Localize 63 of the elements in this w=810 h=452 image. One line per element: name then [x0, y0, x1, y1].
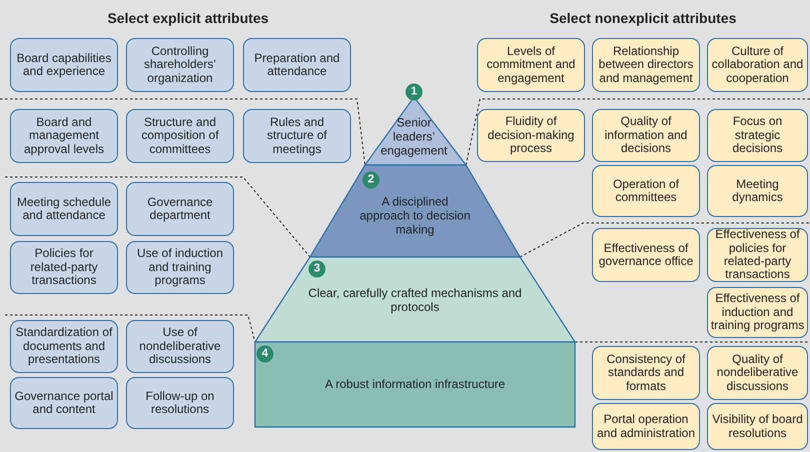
- attribute-card: [126, 38, 234, 92]
- card-text: Effectiveness of governance office: [598, 242, 694, 268]
- attribute-card: [126, 377, 234, 429]
- attribute-card: [10, 241, 118, 294]
- tier-label: Senior leaders’ engagement: [380, 116, 448, 158]
- attribute-card: [592, 346, 700, 400]
- card-text: Use of nondeliberative discussions: [138, 326, 222, 367]
- card-text: Levels of commitment and engagement: [486, 44, 576, 86]
- attribute-card: [592, 403, 700, 450]
- attribute-card: [707, 403, 808, 450]
- card-text: Follow-up on resolutions: [144, 390, 216, 416]
- card-text: Rules and structure of meetings: [266, 116, 328, 156]
- attribute-card: [10, 377, 118, 429]
- card-text: Meeting schedule and attendance: [16, 196, 112, 222]
- card-text: Preparation and attendance: [253, 52, 341, 78]
- card-text: Relationship between directors and management: [598, 44, 694, 86]
- card-text: Policies for related-party transactions: [29, 247, 99, 288]
- attribute-card: [243, 109, 351, 163]
- attribute-card: [707, 346, 808, 400]
- card-text: Effectiveness of induction and training programs: [710, 292, 805, 333]
- tier-label: Clear, carefully crafted mechanisms and protocols: [307, 287, 523, 315]
- card-text: Focus on strategic decisions: [731, 115, 784, 156]
- attribute-card: [10, 320, 118, 373]
- card-text: Culture of collaboration and cooperation: [710, 44, 804, 86]
- attribute-card: [10, 182, 118, 236]
- tier-label: A disciplined approach to decision making: [358, 195, 472, 237]
- attribute-card: [592, 165, 700, 217]
- attribute-card: [707, 165, 808, 217]
- attribute-card: [126, 320, 234, 373]
- attribute-card: [243, 38, 351, 92]
- attribute-card: [126, 241, 234, 294]
- card-text: Effectiveness of policies for related-party transactions: [714, 228, 801, 282]
- attribute-card: [707, 38, 808, 92]
- number-badge: 1: [406, 84, 422, 100]
- tier-label: A robust information infrastructure: [324, 378, 506, 392]
- attribute-card: [126, 182, 234, 236]
- attribute-card: [126, 109, 234, 163]
- card-text: Governance portal and content: [14, 390, 114, 416]
- attribute-card: [477, 109, 585, 162]
- attribute-card: [707, 109, 808, 162]
- card-text: Controlling shareholders’ organization: [142, 44, 218, 86]
- card-text: Quality of information and decisions: [604, 115, 688, 156]
- column-heading: Select nonexplicit attributes: [550, 10, 736, 26]
- card-text: Board and management approval levels: [22, 116, 106, 156]
- card-text: Use of induction and training programs: [136, 247, 224, 288]
- card-text: Meeting dynamics: [731, 178, 784, 204]
- card-text: Portal operation and administration: [596, 413, 696, 440]
- attribute-card: [10, 38, 118, 92]
- column-heading: Select explicit attributes: [107, 10, 269, 26]
- card-text: Operation of committees: [612, 178, 680, 204]
- attribute-card: [592, 38, 700, 92]
- card-text: Board capabilities and experience: [16, 52, 112, 78]
- card-text: Fluidity of decision-making process: [486, 115, 576, 156]
- card-text: Standardization of documents and presentations: [14, 326, 114, 367]
- card-text: Structure and composition of committees: [140, 116, 220, 156]
- card-text: Governance department: [146, 196, 214, 222]
- attribute-card: [592, 109, 700, 162]
- attribute-card: [10, 109, 118, 163]
- card-text: Quality of nondeliberative discussions: [716, 352, 800, 394]
- card-text: Consistency of standards and formats: [606, 352, 686, 394]
- card-text: Visibility of board resolutions: [711, 413, 804, 440]
- attribute-card: [592, 228, 700, 282]
- attribute-card: [477, 38, 585, 92]
